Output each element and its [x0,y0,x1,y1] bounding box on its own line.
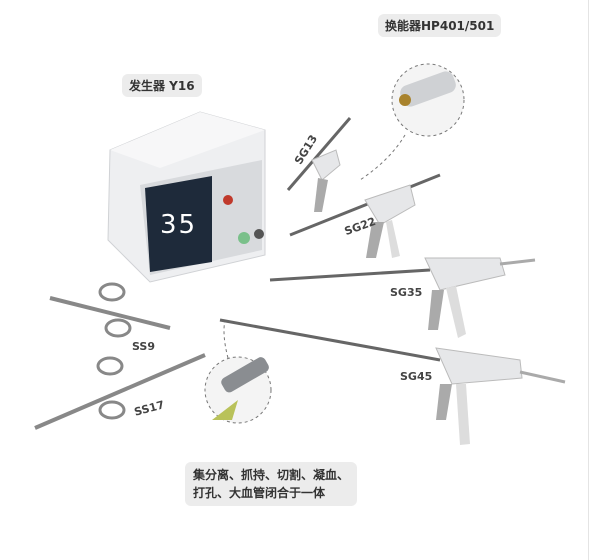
image-border [588,0,589,560]
instrument-sg45 [219,318,566,445]
label-ss9: SS9 [132,340,156,353]
features-label: 集分离、抓持、切割、凝血、 打孔、大血管闭合于一体 [185,462,358,506]
instrument-sg13 [286,117,352,212]
transducer-callout [359,63,465,181]
features-line-1: 集分离、抓持、切割、凝血、 [193,468,350,482]
label-sg45: SG45 [400,370,433,383]
instrument-sg35 [269,257,536,338]
instrument-ss17 [34,353,206,430]
generator-display-value: 35 [160,210,198,240]
transducer-label: 换能器HP401/501 [378,14,502,37]
generator-label: 发生器 Y16 [122,74,202,97]
jaw-callout [204,319,272,424]
label-sg35: SG35 [390,286,423,299]
generator-screen [145,176,212,272]
instrument-ss9 [49,282,171,338]
generator-unit [107,111,266,283]
instrument-sg22 [289,173,441,258]
brand-logo-icon [223,195,233,205]
features-line-2: 打孔、大血管闭合于一体 [193,486,326,500]
